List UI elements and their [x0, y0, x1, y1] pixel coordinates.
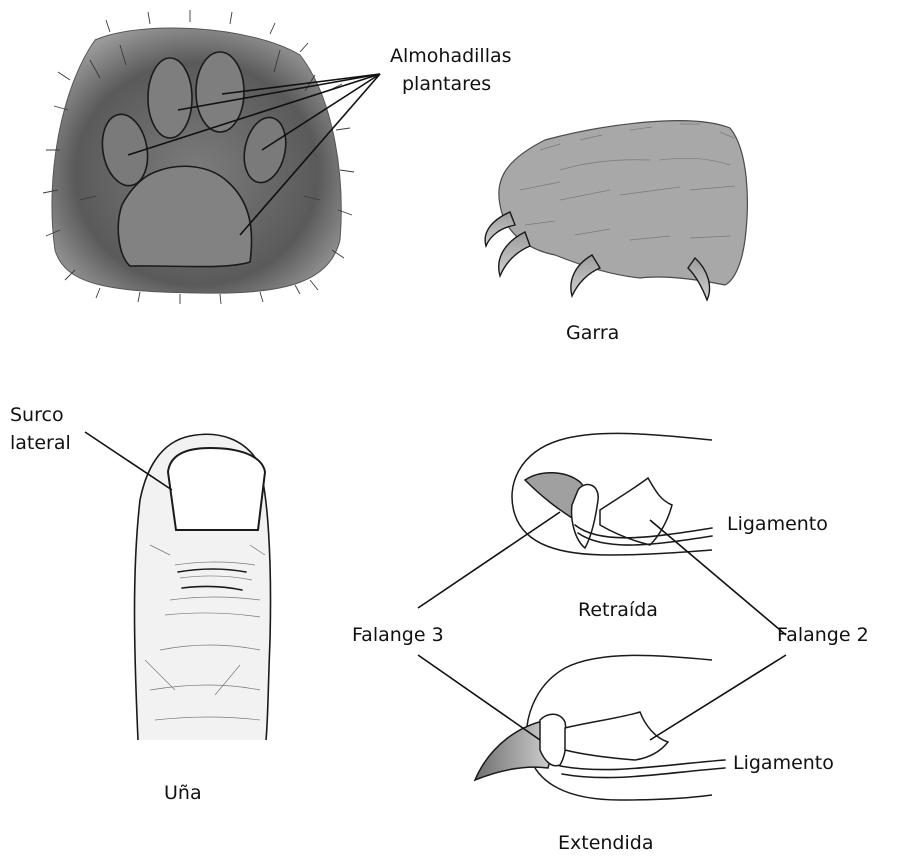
- falange2-label: Falange 2: [777, 624, 869, 646]
- toe-pad-2: [148, 58, 192, 138]
- extended-phalanx-3: [540, 714, 566, 766]
- retracted-claw-illustration: Ligamento Retraída: [512, 433, 828, 621]
- una-label: Uña: [164, 782, 202, 804]
- claw-foot-illustration: Garra: [485, 121, 747, 344]
- extended-ligament: [560, 760, 725, 778]
- human-finger-illustration: Surco lateral Uña: [10, 404, 271, 804]
- extended-claw-illustration: Ligamento Extendida: [475, 655, 834, 854]
- finger-nail: [168, 448, 265, 530]
- extended-phalanx-2: [565, 712, 668, 760]
- almohadillas-label-line1: Almohadillas: [390, 45, 512, 67]
- almohadillas-label-line2: plantares: [402, 73, 491, 95]
- surco-label-line2: lateral: [10, 432, 71, 454]
- ligamento-bottom-label: Ligamento: [733, 752, 834, 774]
- falange3-label: Falange 3: [352, 624, 444, 646]
- extendida-label: Extendida: [558, 832, 653, 854]
- surco-label-line1: Surco: [10, 404, 64, 426]
- ligamento-top-label: Ligamento: [727, 513, 828, 535]
- claw-foot-body: [499, 121, 748, 285]
- falange-leader-lines: [418, 512, 786, 740]
- paw-illustration: Almohadillas plantares: [43, 10, 512, 304]
- retraida-label: Retraída: [578, 599, 658, 621]
- garra-label: Garra: [566, 322, 619, 344]
- claw-2: [499, 232, 530, 276]
